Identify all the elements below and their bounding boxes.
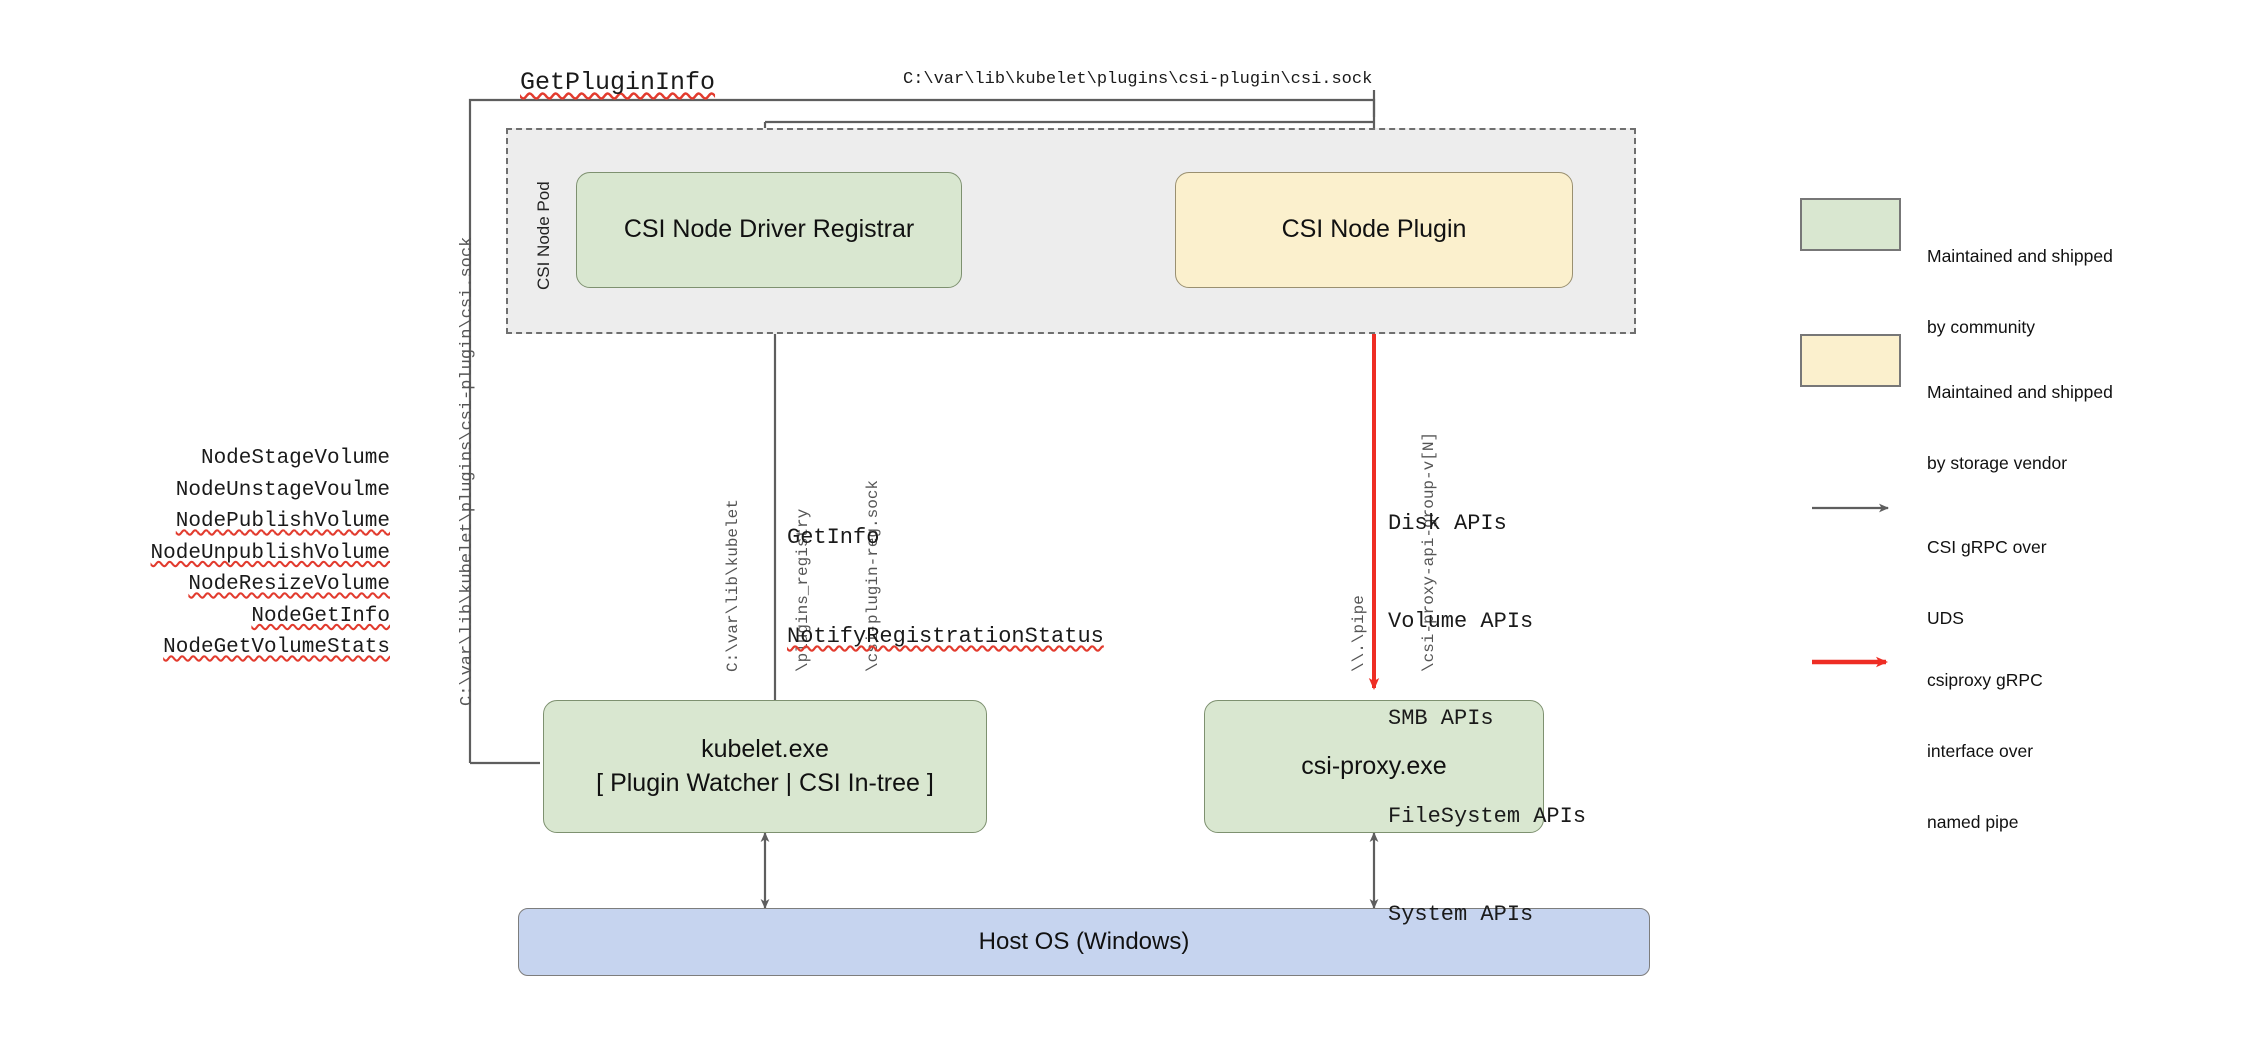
node-host-os[interactable]: Host OS (Windows) [518, 908, 1650, 976]
node-kubelet-exe[interactable]: kubelet.exe [ Plugin Watcher | CSI In-tr… [543, 700, 987, 833]
node-label: CSI Node Driver Registrar [623, 215, 915, 244]
legend-swatch-community [1800, 198, 1901, 251]
legend-label-storage-vendor: Maintained and shipped by storage vendor [1927, 334, 2113, 523]
legend-label-csiproxy-named-pipe: csiproxy gRPC interface over named pipe [1927, 622, 2043, 882]
proxy-api-item: Volume APIs [1388, 608, 1534, 634]
node-label: Host OS (Windows) [978, 927, 1190, 955]
proxy-api-list: Disk APIs Volume APIs SMB APIs FileSyste… [1388, 443, 1586, 996]
proxy-api-item: System APIs [1388, 901, 1534, 927]
legend-line: by community [1927, 317, 2035, 338]
label-get-plugin-info: GetPluginInfo [520, 68, 716, 97]
registration-calls-label: GetInfo NotifyRegistrationStatus [787, 455, 1104, 719]
kubelet-subtitle: [ Plugin Watcher | CSI In-tree ] [596, 768, 934, 797]
kubelet-title: kubelet.exe [701, 734, 829, 763]
registration-call-item: NotifyRegistrationStatus [787, 624, 1104, 649]
legend-label-community: Maintained and shipped by community [1927, 198, 2113, 387]
node-api-item: NodeUnstageVoulme [175, 478, 390, 502]
legend-line: UDS [1927, 608, 1964, 629]
label-csi-sock-path-top: C:\var\lib\kubelet\plugins\csi-plugin\cs… [903, 70, 1373, 89]
csi-node-pod-label: CSI Node Pod [534, 181, 553, 290]
legend-line: Maintained and shipped [1927, 382, 2113, 403]
legend-line: CSI gRPC over [1927, 537, 2047, 558]
legend-line: by storage vendor [1927, 453, 2068, 474]
node-label: CSI Node Plugin [1281, 215, 1467, 244]
node-api-item: NodeResizeVolume [188, 573, 390, 596]
node-csi-proxy-exe[interactable]: csi-proxy.exe [1204, 700, 1544, 833]
legend-label-csi-grpc-uds: CSI gRPC over UDS [1927, 489, 2047, 678]
named-pipe-path-line: \\.\pipe [1350, 595, 1369, 672]
legend-line: named pipe [1927, 812, 2019, 832]
node-api-item: NodePublishVolume [175, 510, 390, 533]
legend-line: interface over [1927, 741, 2034, 762]
node-api-item: NodeGetInfo [251, 604, 390, 628]
node-csi-node-plugin[interactable]: CSI Node Plugin [1175, 172, 1573, 288]
label-csi-sock-path-left: C:\var\lib\kubelet\plugins\csi-plugin\cs… [458, 236, 477, 706]
proxy-api-item: FileSystem APIs [1388, 804, 1587, 830]
legend-line: Maintained and shipped [1927, 246, 2113, 267]
node-api-item: NodeStageVolume [200, 447, 390, 470]
legend-swatch-storage-vendor [1800, 334, 1901, 387]
arrow-getpchannel-getplugininfo [468, 98, 1376, 765]
proxy-api-item: SMB APIs [1388, 706, 1494, 732]
proxy-api-item: Disk APIs [1388, 511, 1507, 537]
node-api-item: NodeUnpublishVolume [150, 541, 390, 565]
node-csi-node-driver-registrar[interactable]: CSI Node Driver Registrar [576, 172, 962, 288]
node-api-item: NodeGetVolumeStats [163, 636, 390, 659]
node-api-list: NodeStageVolume NodeUnstageVoulme NodePu… [100, 443, 390, 664]
registry-path-line: C:\var\lib\kubelet [724, 499, 743, 672]
node-label: csi-proxy.exe [1301, 751, 1447, 780]
legend-line: csiproxy gRPC [1927, 670, 2043, 691]
registration-call-item: GetInfo [787, 525, 880, 550]
